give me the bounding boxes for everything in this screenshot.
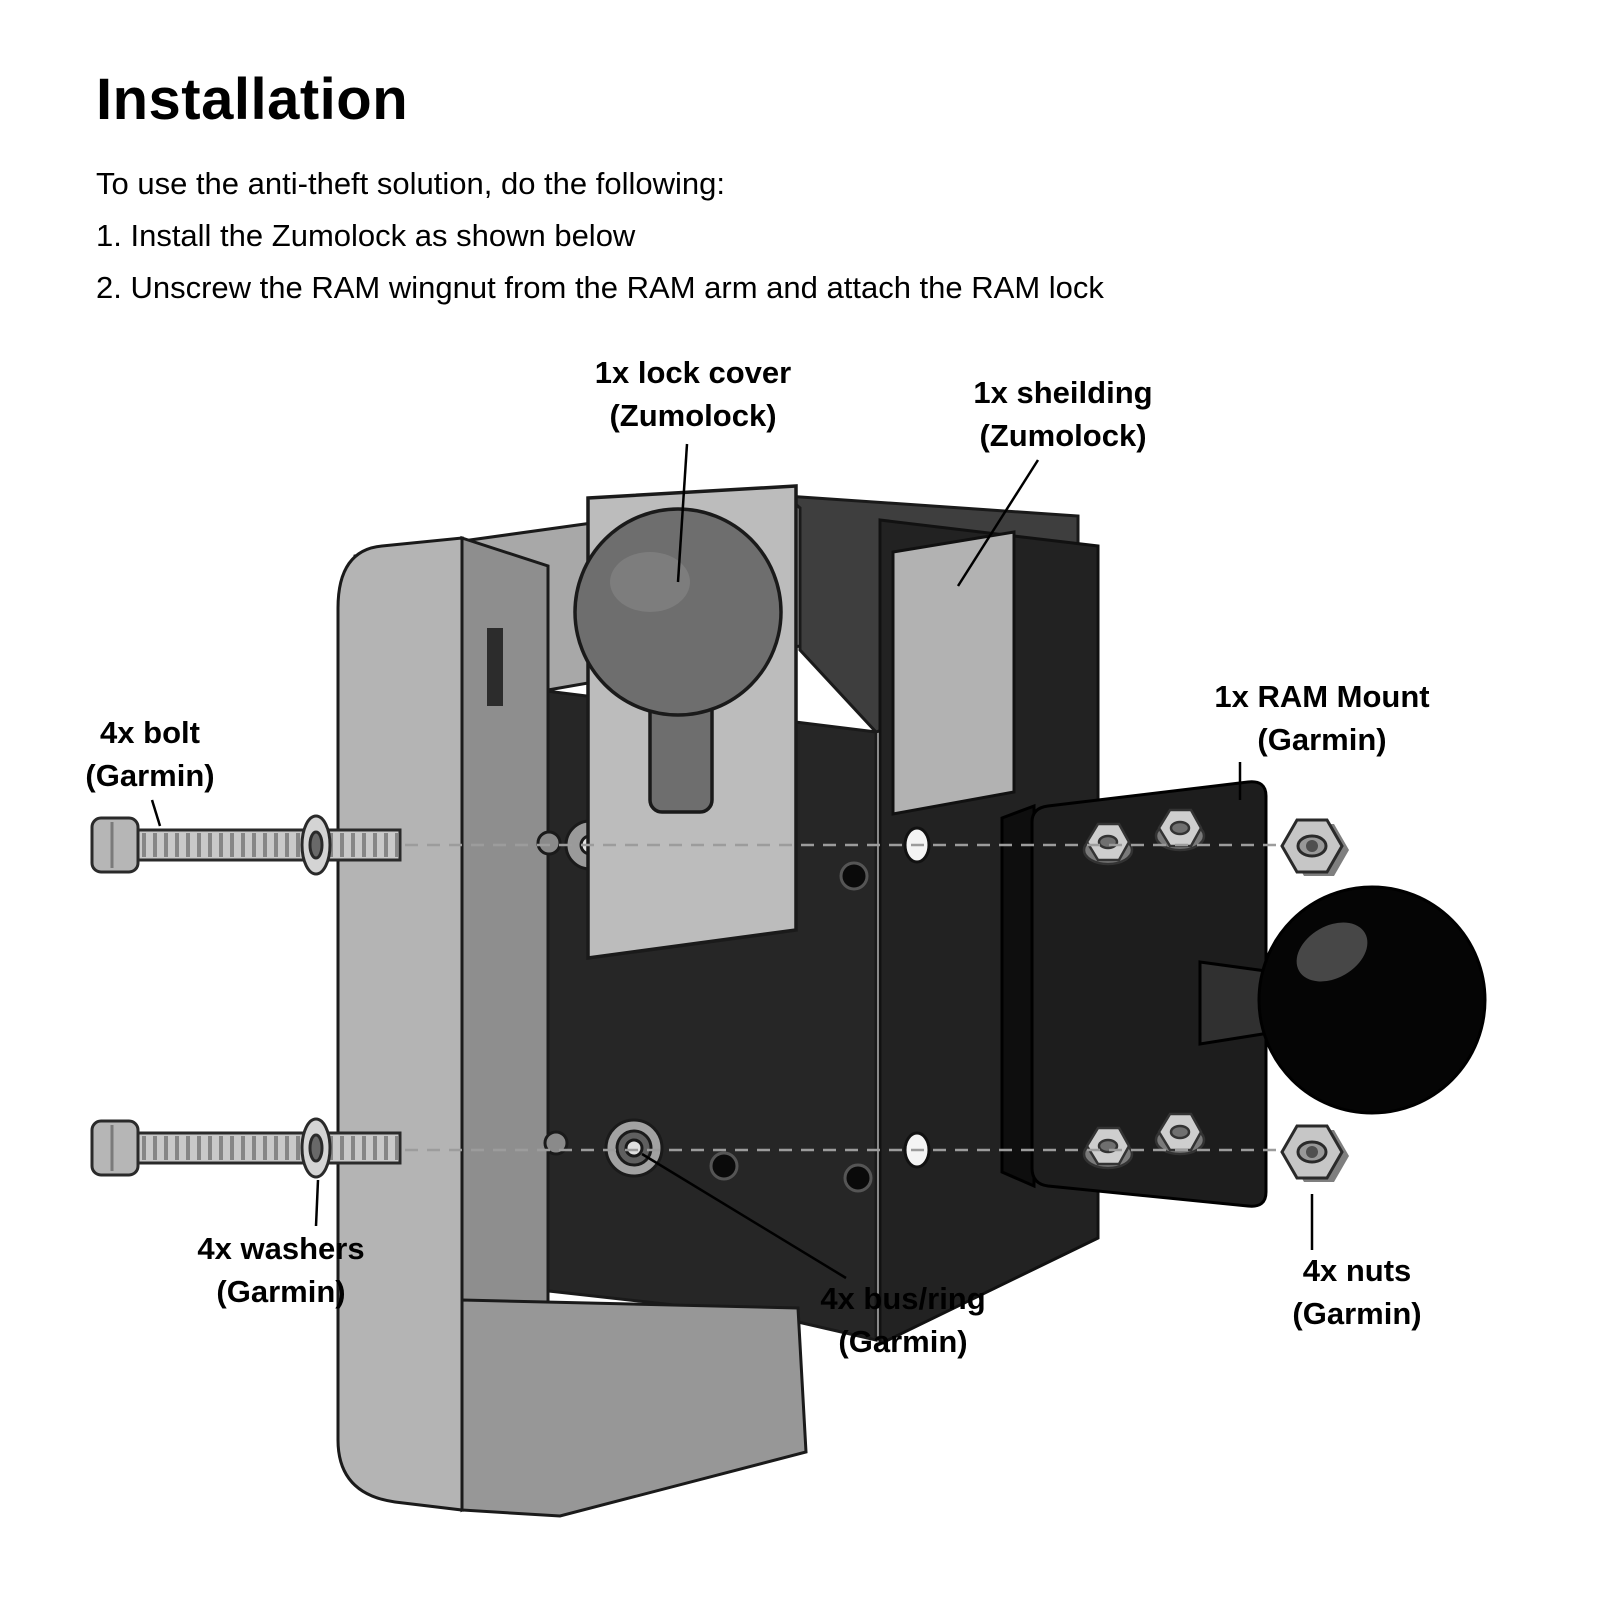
callout-bus-ring-line2: (Garmin) bbox=[838, 1323, 968, 1359]
bracket-foot bbox=[460, 1298, 808, 1518]
leader-lock-cover bbox=[676, 443, 689, 583]
callout-nuts-line2: (Garmin) bbox=[1292, 1295, 1422, 1331]
washers bbox=[300, 814, 332, 1179]
lock-assembly bbox=[573, 484, 798, 961]
callout-ram-mount-line2: (Garmin) bbox=[1257, 721, 1387, 757]
alignment-lines bbox=[405, 843, 1278, 1152]
callout-washers-line1: 4x washers bbox=[197, 1231, 365, 1266]
callout-shielding: 1x sheilding (Zumolock) bbox=[913, 372, 1213, 458]
shielding-plate bbox=[891, 530, 1016, 816]
callout-bolt-line2: (Garmin) bbox=[85, 757, 215, 793]
plate-nuts bbox=[1082, 808, 1206, 1170]
instructions-block: Installation To use the anti-theft solut… bbox=[96, 66, 1520, 319]
nut-top bbox=[1280, 818, 1349, 876]
callout-lock-cover-line2: (Zumolock) bbox=[609, 397, 777, 433]
bolt-top bbox=[90, 816, 402, 874]
callout-nuts-line1: 4x nuts bbox=[1302, 1253, 1412, 1288]
page-title: Installation bbox=[96, 67, 409, 132]
leader-lines bbox=[150, 443, 1314, 1280]
washer-top bbox=[300, 814, 332, 876]
callout-bolt: 4x bolt (Garmin) bbox=[40, 712, 260, 798]
callout-shielding-line1: 1x sheilding bbox=[973, 375, 1153, 410]
leader-bus-ring bbox=[641, 1152, 847, 1280]
leader-shielding bbox=[956, 459, 1040, 587]
callout-lock-cover-line1: 1x lock cover bbox=[594, 355, 792, 390]
intro-text: To use the anti-theft solution, do the f… bbox=[96, 166, 726, 201]
leader-washers bbox=[314, 1179, 320, 1227]
callout-bolt-line1: 4x bolt bbox=[100, 715, 200, 750]
step-1: 1. Install the Zumolock as shown below bbox=[96, 217, 636, 253]
ram-mount bbox=[1000, 780, 1487, 1208]
callout-lock-cover: 1x lock cover (Zumolock) bbox=[528, 352, 858, 438]
callout-ram-mount-line1: 1x RAM Mount bbox=[1214, 679, 1430, 714]
callout-bus-ring-line1: 4x bus/ring bbox=[820, 1281, 986, 1316]
washer-bottom bbox=[300, 1117, 332, 1179]
callout-washers-line2: (Garmin) bbox=[216, 1273, 346, 1309]
bolt-bottom bbox=[90, 1119, 402, 1177]
leader-bolt bbox=[150, 799, 162, 827]
bolts bbox=[90, 816, 402, 1177]
ram-mount-plate bbox=[1030, 780, 1268, 1208]
callout-bus-ring: 4x bus/ring (Garmin) bbox=[753, 1278, 1053, 1364]
step-2: 2. Unscrew the RAM wingnut from the RAM … bbox=[96, 269, 1104, 305]
callout-shielding-line2: (Zumolock) bbox=[979, 417, 1147, 453]
ram-ball bbox=[1257, 885, 1487, 1115]
lock-cover-circle bbox=[573, 507, 783, 717]
callout-nuts: 4x nuts (Garmin) bbox=[1207, 1250, 1507, 1336]
nut-bottom bbox=[1280, 1124, 1349, 1182]
nuts bbox=[1280, 818, 1349, 1182]
callout-ram-mount: 1x RAM Mount (Garmin) bbox=[1172, 676, 1472, 762]
callout-washers: 4x washers (Garmin) bbox=[131, 1228, 431, 1314]
